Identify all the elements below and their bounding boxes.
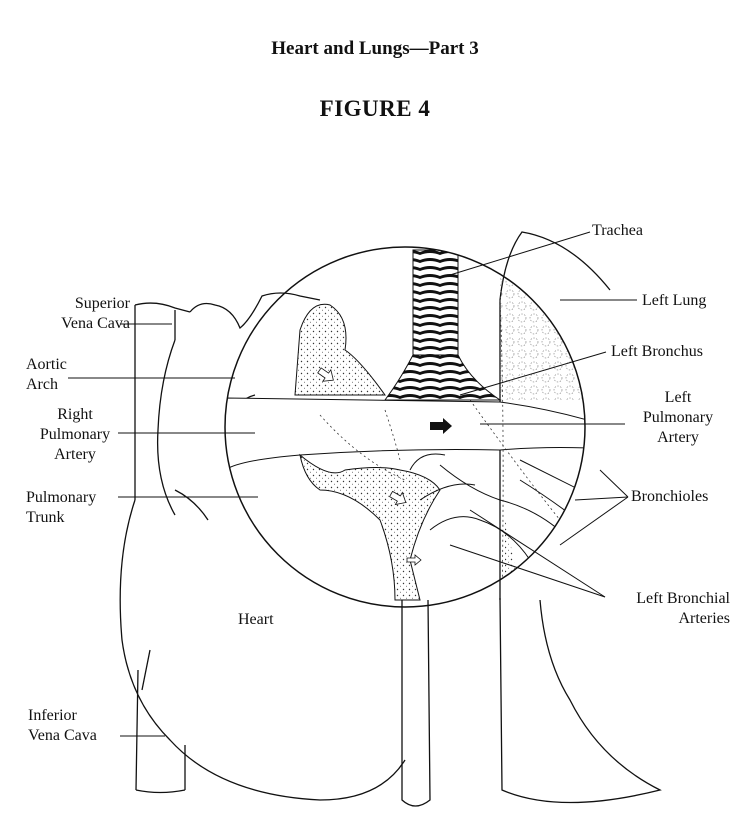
label-line: Pulmonary [39,426,111,443]
label-line: Left [664,389,692,406]
label-line: Superior [74,295,130,312]
magnifier-circle [224,246,586,608]
label-line: Arch [26,376,58,393]
label-line: Artery [54,446,96,463]
label-trachea: Trachea [592,222,643,239]
label-left-lung: Left Lung [642,292,707,309]
label-line: Left Bronchial [636,590,730,607]
label-heart: Heart [238,611,274,628]
label-line: Right [57,406,93,423]
label-left-pulmonary-artery: Left Pulmonary Artery [628,388,728,448]
label-right-pulmonary-artery: Right Pulmonary Artery [30,405,120,465]
label-line: Inferior [28,707,77,724]
label-line: Arteries [678,610,730,627]
figure-title: FIGURE 4 [319,96,431,121]
label-line: Trunk [26,509,65,526]
label-aortic-arch: Aortic Arch [26,355,67,395]
label-bronchioles: Bronchioles [631,488,709,505]
label-pulmonary-trunk: Pulmonary Trunk [26,488,96,528]
page-title: Heart and Lungs—Part 3 [271,38,479,59]
label-line: Pulmonary [26,489,97,506]
label-line: Aortic [26,356,67,373]
label-line: Vena Cava [28,727,97,744]
label-left-bronchial-arteries: Left Bronchial Arteries [600,589,730,629]
label-superior-vena-cava: Superior Vena Cava [20,294,130,334]
label-line: Pulmonary [642,409,714,426]
label-line: Vena Cava [61,315,130,332]
leader-lines [68,231,637,737]
label-left-bronchus: Left Bronchus [611,343,703,360]
label-line: Artery [657,429,699,446]
label-inferior-vena-cava: Inferior Vena Cava [28,706,97,746]
